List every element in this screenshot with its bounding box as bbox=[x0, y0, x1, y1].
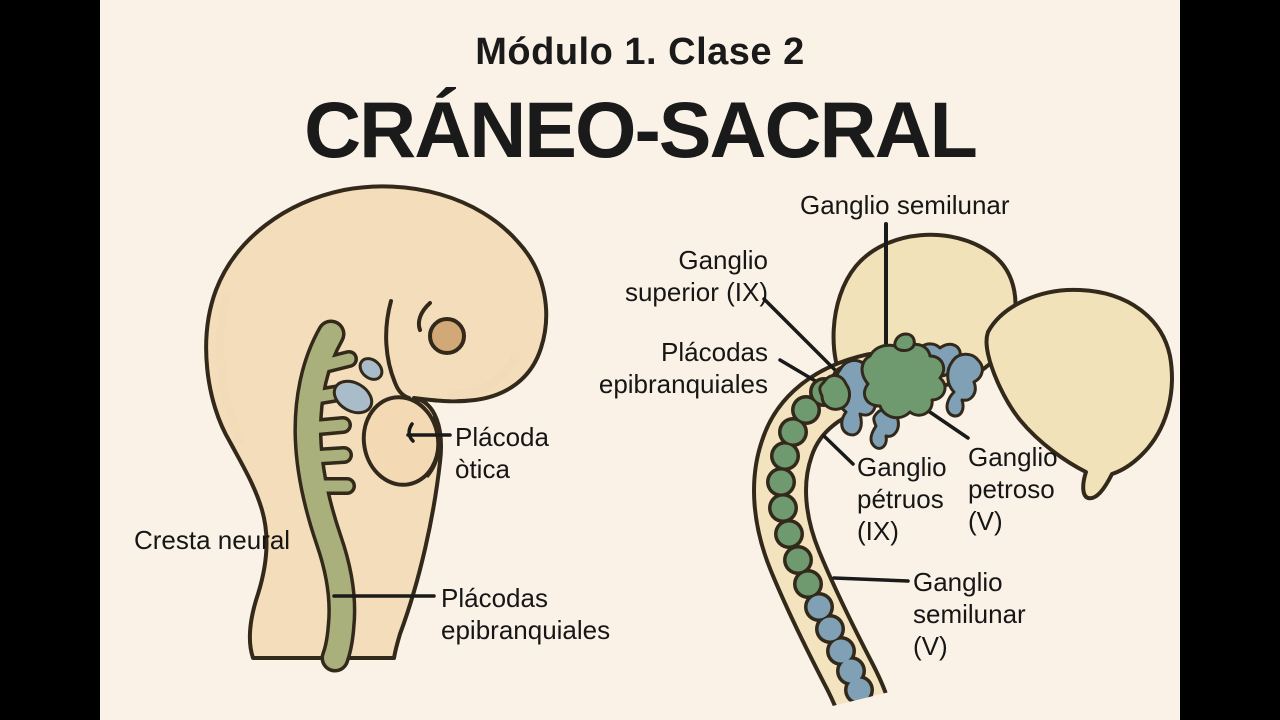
brain-vesicle-right bbox=[984, 287, 1174, 501]
left-embryo-illustration bbox=[204, 184, 549, 673]
label-ganglio-semilunar-top: Ganglio semilunar bbox=[800, 190, 1010, 220]
label-ganglio-superior: Ganglio superior (IX) bbox=[624, 245, 768, 307]
head-inner-highlight bbox=[447, 351, 521, 400]
ganglion-blob-blue-drip bbox=[945, 352, 984, 418]
trunk-inner-highlight bbox=[216, 292, 245, 444]
leader-ganglio-semilunar-v bbox=[832, 576, 910, 583]
label-placoda-otica: Plácoda òtica bbox=[455, 422, 549, 484]
leader-ganglio-superior bbox=[762, 297, 848, 383]
otic-placode bbox=[361, 395, 441, 487]
ganglion-blob-green-small bbox=[818, 374, 851, 411]
tube-cut-fade bbox=[770, 688, 940, 720]
ganglion-nub-green-top bbox=[893, 332, 916, 352]
ganglion-blob-green-main bbox=[860, 342, 947, 420]
eye bbox=[428, 317, 466, 355]
label-cresta-neural: Cresta neural bbox=[134, 525, 291, 555]
epibranchial-placode-blobs bbox=[332, 357, 384, 415]
neural-crest-band bbox=[293, 319, 358, 673]
face-fold-line bbox=[384, 299, 411, 400]
slide-title: CRÁNEO-SACRAL bbox=[304, 85, 978, 174]
label-ganglio-semilunar-v: Ganglio semilunar (V) bbox=[913, 567, 1026, 661]
label-placodas-epibranquiales-left: Plácodas epibranquiales bbox=[441, 583, 611, 645]
face-arc-line bbox=[416, 301, 432, 332]
leader-lines bbox=[332, 222, 970, 598]
leader-ganglio-petruos bbox=[822, 434, 855, 466]
slide-kicker: Módulo 1. Clase 2 bbox=[475, 31, 805, 73]
label-ganglio-petruos: Ganglio pétruos (IX) bbox=[857, 452, 947, 546]
label-placodas-epibranquiales-right: Plácodas epibranquiales bbox=[598, 337, 768, 399]
label-ganglio-petroso: Ganglio petroso (V) bbox=[968, 442, 1058, 536]
ganglia-cluster bbox=[818, 332, 984, 450]
